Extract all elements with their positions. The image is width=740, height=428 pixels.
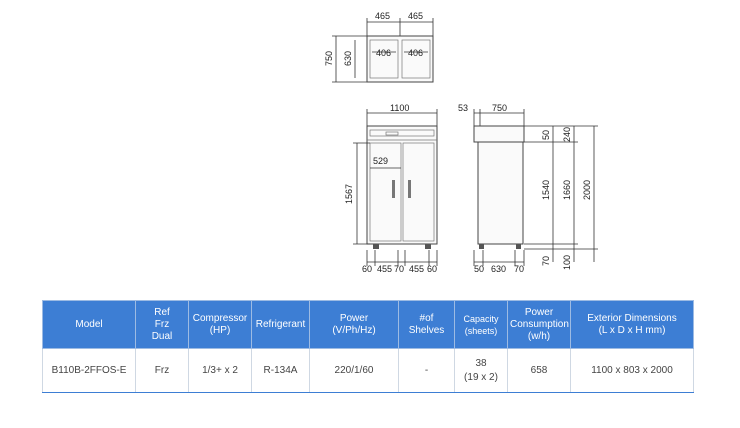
cell-shelves: - — [398, 348, 455, 393]
side-right-0: 50 — [541, 130, 551, 140]
front-door-height: 1567 — [344, 184, 354, 204]
side-bottom-h-1: 100 — [562, 255, 572, 270]
top-depth-inner: 630 — [343, 51, 353, 66]
header-power: Power(V/Ph/Hz) — [309, 300, 399, 349]
side-height-mid: 1660 — [562, 180, 572, 200]
front-bottom-0: 60 — [362, 264, 372, 274]
header-refrigerant: Refrigerant — [251, 300, 310, 349]
header-exterior-dimensions: Exterior Dimensions(L x D x H mm) — [570, 300, 694, 349]
top-inner-left: 406 — [376, 48, 391, 58]
front-width: 1100 — [390, 103, 409, 113]
header-model: Model — [42, 300, 136, 349]
front-view: 1100 529 1567 60 455 70 455 60 — [344, 103, 438, 274]
table-row: B110B-2FFOS-E Frz 1/3+ x 2 R-134A 220/1/… — [42, 348, 694, 393]
header-compressor: Compressor(HP) — [188, 300, 252, 349]
side-bottom-0: 50 — [474, 264, 484, 274]
cell-type: Frz — [135, 348, 189, 393]
side-bottom-h-0: 70 — [541, 256, 551, 266]
header-capacity: Capacity(sheets) — [454, 300, 508, 349]
top-depth-outer: 750 — [324, 51, 334, 66]
side-top-offset: 53 — [458, 103, 468, 113]
front-door-width: 529 — [373, 156, 388, 166]
side-bottom-1: 630 — [491, 264, 506, 274]
side-depth: 750 — [492, 103, 507, 113]
cell-model: B110B-2FFOS-E — [42, 348, 136, 393]
cell-exterior-dimensions: 1100 x 803 x 2000 — [570, 348, 694, 393]
top-view: 465 465 750 630 406 406 — [324, 11, 434, 83]
front-bottom-4: 60 — [427, 264, 437, 274]
front-bottom-1: 455 — [377, 264, 392, 274]
cell-refrigerant: R-134A — [251, 348, 310, 393]
side-view: 53 750 50 240 1540 1660 2000 70 100 50 6… — [458, 103, 598, 274]
side-height-body: 1540 — [541, 180, 551, 200]
side-right-1: 240 — [562, 127, 572, 142]
top-inner-right: 406 — [408, 48, 423, 58]
side-bottom-2: 70 — [514, 264, 524, 274]
side-height-total: 2000 — [582, 180, 592, 200]
front-bottom-2: 70 — [394, 264, 404, 274]
front-bottom-3: 455 — [409, 264, 424, 274]
top-width-left: 465 — [375, 11, 390, 21]
top-width-right: 465 — [408, 11, 423, 21]
cell-capacity: 38(19 x 2) — [454, 348, 508, 393]
cell-power-consumption: 658 — [507, 348, 571, 393]
technical-drawing: 465 465 750 630 406 406 1100 — [324, 11, 598, 274]
cell-compressor: 1/3+ x 2 — [188, 348, 252, 393]
cell-power: 220/1/60 — [309, 348, 399, 393]
